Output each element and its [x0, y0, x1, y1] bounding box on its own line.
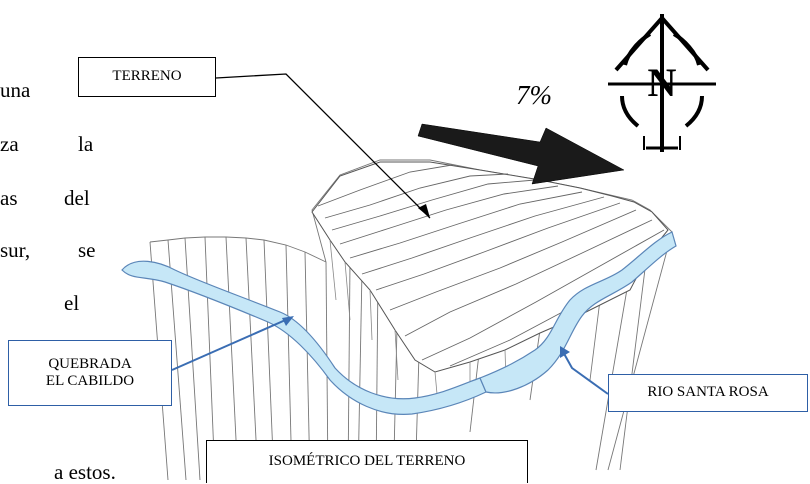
compass-letter: N — [648, 60, 677, 105]
body-text-fragment: el — [64, 291, 80, 315]
terrain-top — [311, 161, 669, 373]
terreno-leader-arrowhead — [418, 204, 430, 218]
north-compass — [608, 14, 716, 152]
body-text-fragment: la — [78, 132, 94, 156]
slope-arrow — [417, 123, 625, 185]
body-text-fragment: as — [0, 186, 18, 210]
slope-label: 7% — [516, 80, 552, 110]
body-text-fragment: za — [0, 132, 19, 156]
terreno-leader — [215, 73, 431, 219]
body-text-fragment: a estos. — [54, 460, 116, 484]
isometrico-label: ISOMÉTRICO DEL TERRENO — [206, 440, 528, 483]
rio-santa-rosa-water — [479, 231, 677, 394]
quebrada-label: QUEBRADA EL CABILDO — [8, 340, 172, 406]
body-text-fragment: del — [64, 186, 90, 210]
rio-leader-arrowhead — [560, 346, 570, 358]
body-text-fragment: una — [0, 78, 31, 102]
terreno-label: TERRENO — [78, 57, 216, 97]
body-text-fragment: se — [78, 238, 96, 262]
rio-leader — [561, 349, 609, 395]
contour-lines — [317, 164, 665, 367]
rio-santa-rosa-label: RIO SANTA ROSA — [608, 374, 808, 412]
body-text-fragment: sur, — [0, 238, 31, 262]
quebrada-leader-arrowhead — [282, 316, 294, 326]
quebrada-leader — [171, 317, 291, 371]
